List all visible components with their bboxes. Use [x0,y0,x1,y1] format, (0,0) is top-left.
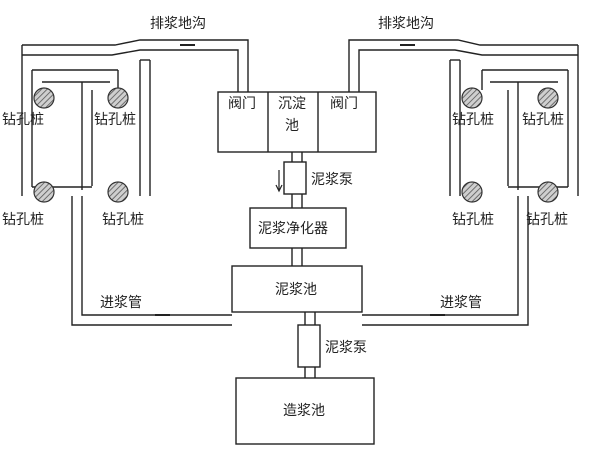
mud-tank-label: 泥浆池 [275,282,317,298]
right-pile-pipes [362,55,579,326]
inlet-pipe-right-label: 进浆管 [440,295,482,311]
pile-label-right-bottom-outer: 钻孔桩 [526,211,568,228]
pile-marker-right-bottom-outer [537,181,559,203]
pile-label-right-bottom-inner: 钻孔桩 [452,211,494,228]
pile-marker-left-top-inner [107,87,129,109]
mud-pump-top-label: 泥浆泵 [311,172,353,188]
pile-label-right-top-inner: 钻孔桩 [452,111,494,128]
drain-ditch-right [348,39,579,92]
pile-label-left-bottom-inner: 钻孔桩 [102,211,144,228]
drain-ditch-left-label: 排浆地沟 [150,16,206,32]
pile-label-left-top-inner: 钻孔桩 [94,111,136,128]
pile-marker-left-top-outer [33,87,55,109]
drain-ditch-left [21,39,249,92]
drain-ditch-right-label: 排浆地沟 [378,16,434,32]
inlet-pipe-left-label: 进浆管 [100,295,142,311]
settling-tank-label-1: 沉淀 [278,96,306,112]
mud-pump-bottom-box [297,324,321,368]
pile-marker-right-bottom-inner [461,181,483,203]
pile-marker-right-top-inner [461,87,483,109]
settling-tank-box [217,91,377,153]
mixing-tank-box [235,377,375,445]
mud-purifier-box [249,207,347,249]
valve-left-label: 阀门 [228,96,256,112]
pile-label-right-top-outer: 钻孔桩 [522,111,564,128]
pile-marker-left-bottom-inner [107,181,129,203]
settling-tank-label-2: 池 [285,118,299,134]
mud-tank-box [231,265,363,313]
mud-pump-top-box [283,161,307,195]
pile-marker-left-bottom-outer [33,181,55,203]
mixing-tank-label: 造浆池 [283,403,325,419]
mud-purifier-label: 泥浆净化器 [258,221,328,237]
pile-marker-right-top-outer [537,87,559,109]
valve-right-label: 阀门 [330,96,358,112]
pile-label-left-bottom-outer: 钻孔桩 [2,211,44,228]
left-pile-pipes [21,55,232,326]
pile-label-left-top-outer: 钻孔桩 [2,111,44,128]
mud-pump-bottom-label: 泥浆泵 [325,340,367,356]
